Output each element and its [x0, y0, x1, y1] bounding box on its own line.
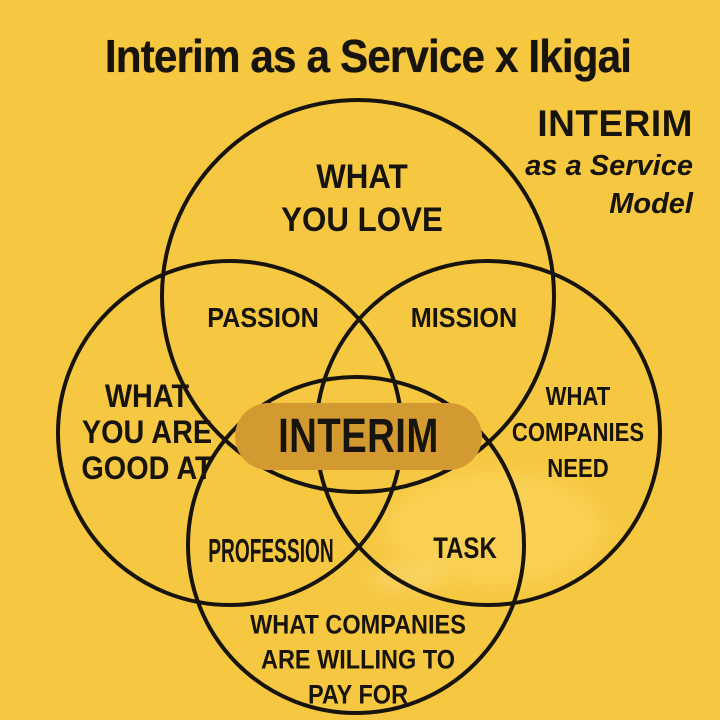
overlap-label-mission: MISSION: [410, 302, 518, 333]
circle-what-you-love: [160, 98, 556, 494]
brand-line-as-a-service: as a Service: [525, 150, 693, 182]
circle-label-what-you-are-good-at: WHAT YOU ARE GOOD AT: [81, 378, 212, 486]
brand-note: INTERIM as a Service Model: [525, 102, 693, 223]
task-highlight-blob: [385, 470, 605, 586]
label-line: NEED: [547, 453, 609, 483]
label-line: WHAT: [545, 381, 611, 411]
label-line: WHAT: [104, 378, 190, 414]
label-line: YOU LOVE: [281, 201, 443, 239]
center-label-interim: INTERIM: [278, 410, 439, 463]
label-line: YOU ARE: [81, 414, 213, 450]
overlap-label-profession: PROFESSION: [208, 532, 334, 569]
label-line: WHAT: [316, 158, 408, 196]
label-line: WHAT COMPANIES: [250, 609, 466, 640]
overlap-label-task: TASK: [433, 532, 497, 565]
circle-what-companies-pay-for: [186, 375, 526, 715]
label-line: GOOD AT: [81, 450, 213, 486]
overlap-label-passion: PASSION: [207, 302, 319, 333]
circle-label-what-you-love: WHAT YOU LOVE: [281, 156, 443, 242]
label-line: ARE WILLING TO: [260, 644, 455, 675]
brand-line-interim: INTERIM: [537, 103, 693, 144]
center-pill: INTERIM: [235, 403, 482, 470]
circle-label-what-companies-pay-for: WHAT COMPANIES ARE WILLING TO PAY FOR: [250, 608, 466, 713]
label-line: PAY FOR: [307, 679, 409, 710]
circle-label-what-companies-need: WHAT COMPANIES NEED: [512, 378, 644, 486]
page-title: Interim as a Service x Ikigai: [104, 30, 632, 82]
brand-line-model: Model: [609, 188, 693, 220]
label-line: COMPANIES: [511, 417, 645, 447]
